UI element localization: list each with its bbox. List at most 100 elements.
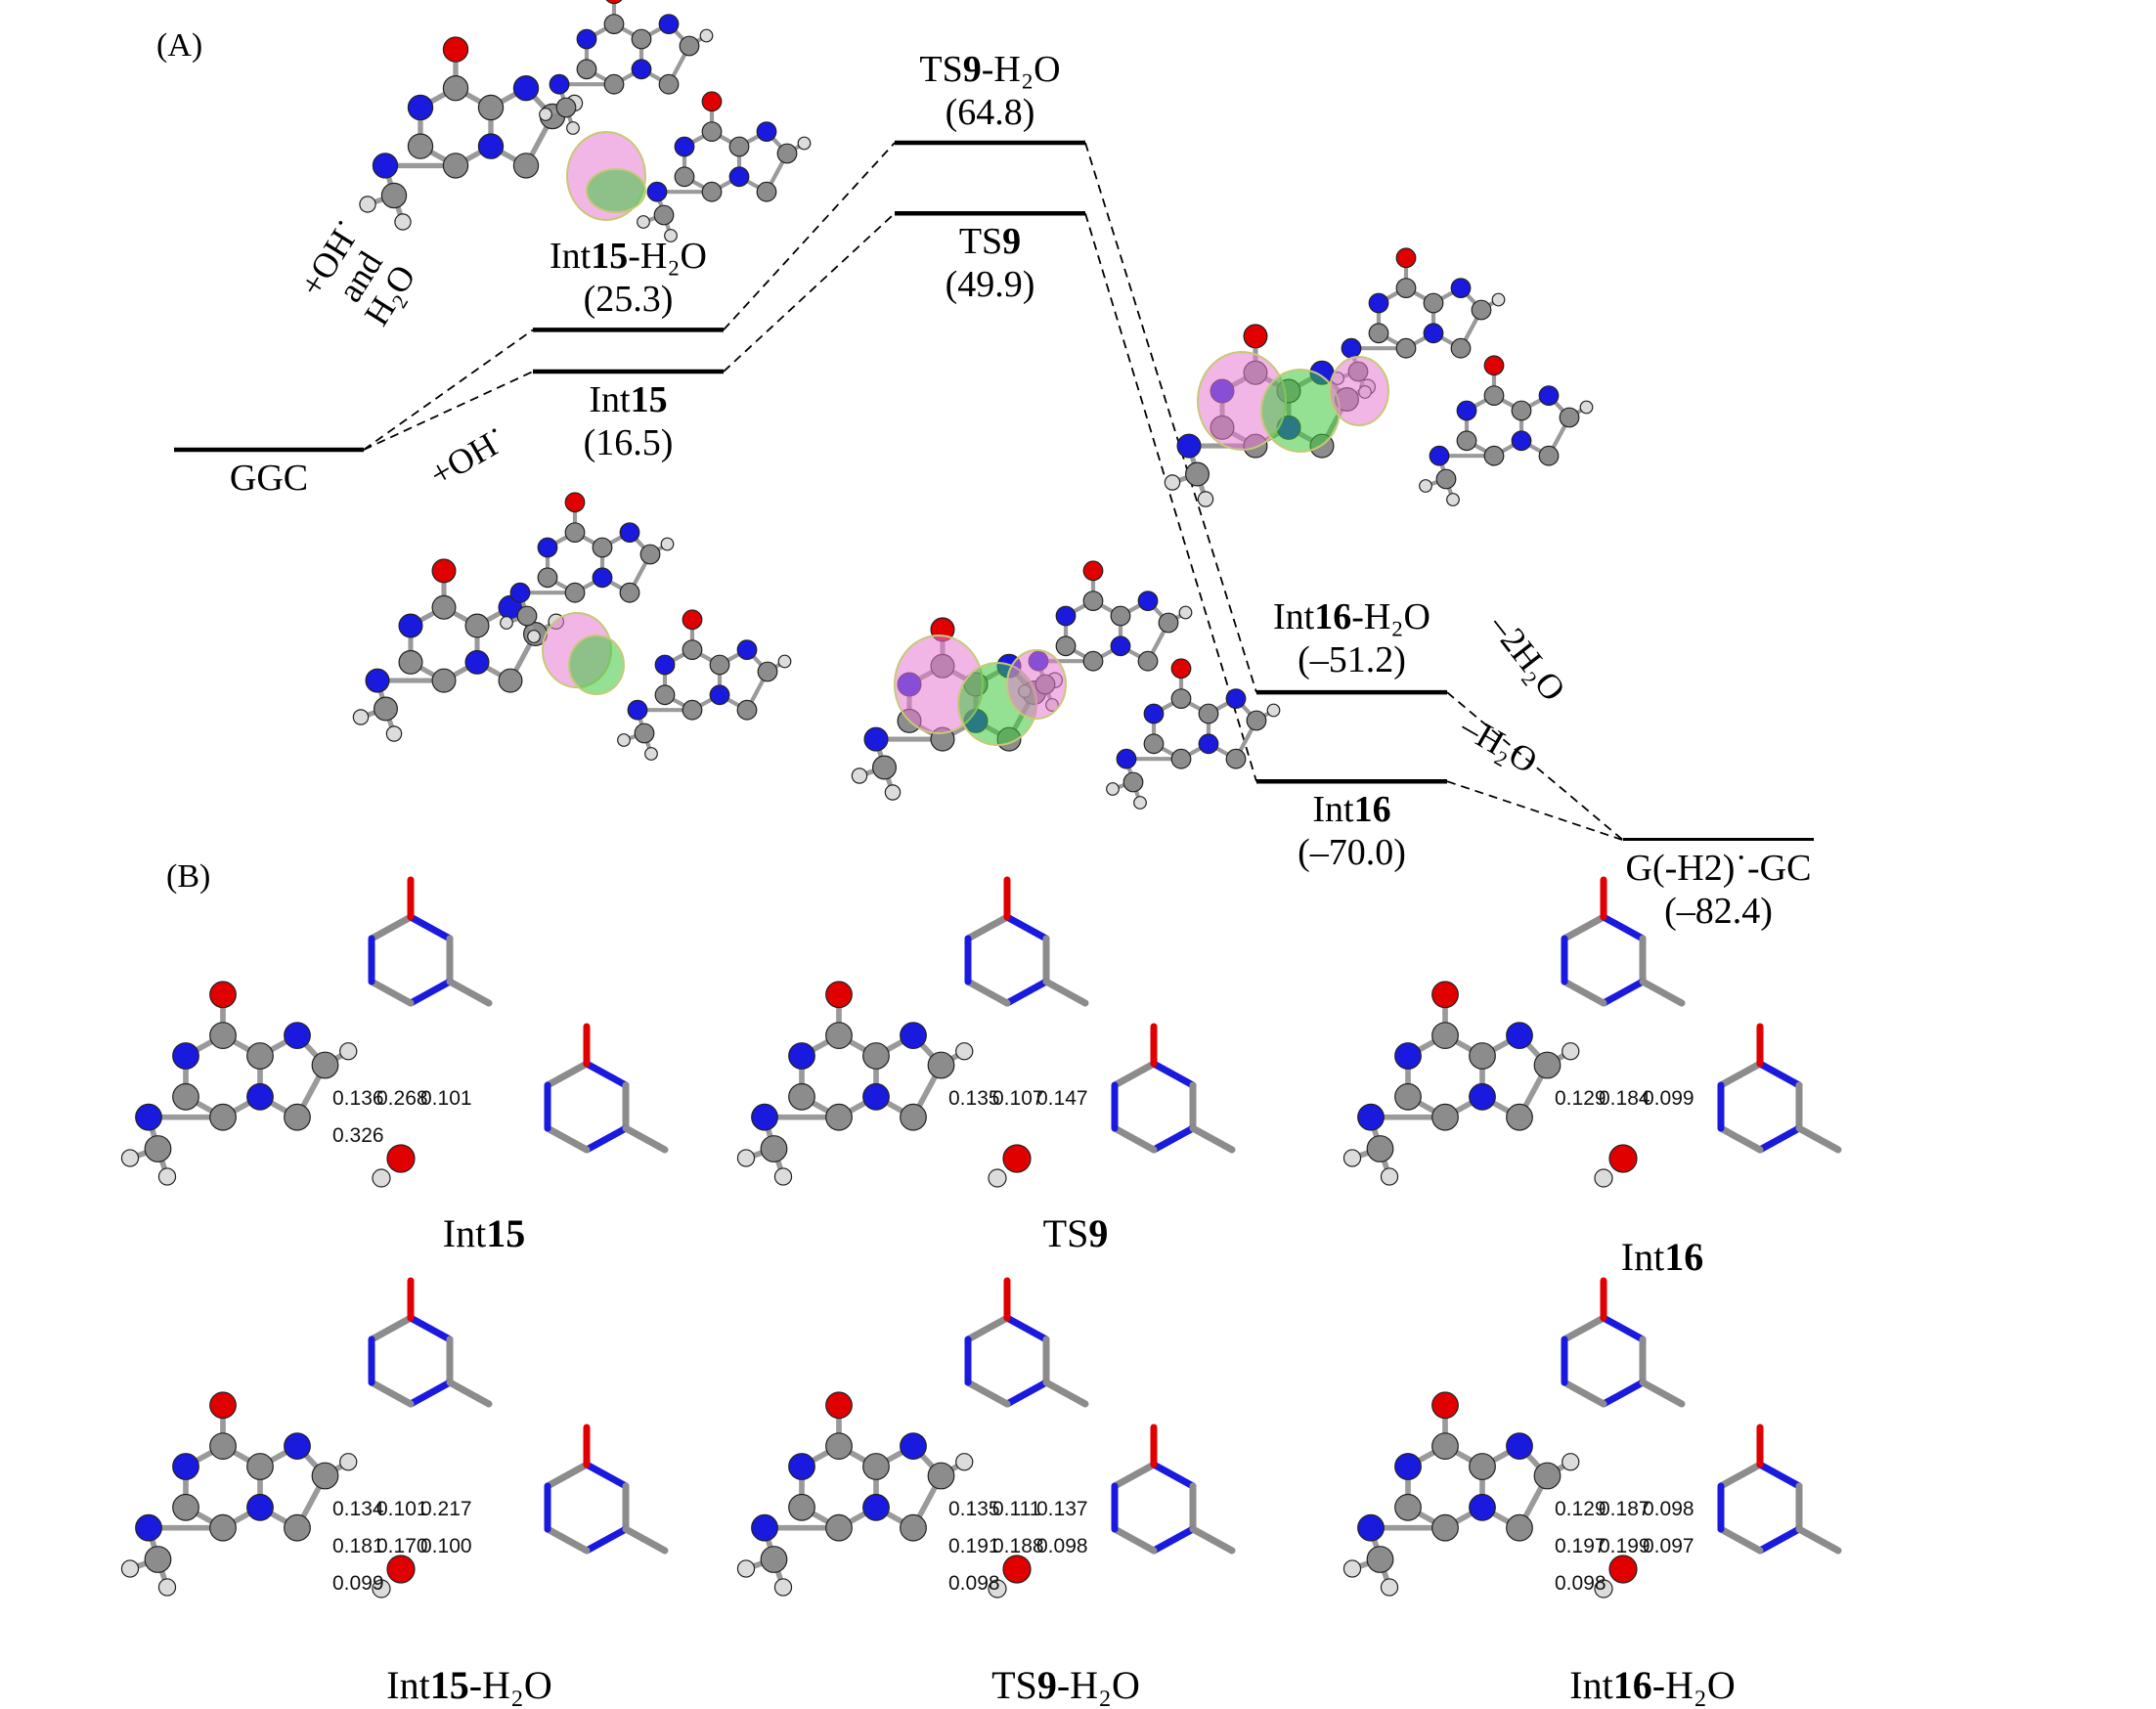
atom-n: [1469, 1493, 1496, 1521]
atom-c: [1483, 445, 1505, 466]
atom-c: [1170, 748, 1192, 769]
atom-n: [172, 1453, 199, 1480]
atom-h: [773, 1167, 793, 1186]
atom-h-water: [372, 1168, 391, 1188]
atom-h: [617, 733, 631, 747]
level-name: Int16: [1312, 789, 1391, 831]
atom-h: [120, 1559, 140, 1578]
atom-n: [549, 73, 570, 95]
atom-o: [825, 981, 853, 1009]
atom-n: [1429, 445, 1450, 466]
atom-o: [1431, 1391, 1459, 1420]
stick-bond: [1111, 1124, 1158, 1154]
atom-n: [1469, 1082, 1496, 1111]
atom-h: [851, 767, 868, 784]
stick-bond: [1111, 1060, 1158, 1089]
atom-n: [728, 166, 750, 188]
distance-label: 0.111: [992, 1498, 1040, 1520]
atom-h: [637, 215, 650, 229]
atom-c: [603, 73, 625, 95]
atom-o: [1431, 981, 1459, 1009]
atom-o: [825, 1391, 853, 1420]
atom-n: [900, 1022, 927, 1049]
distance-label: 0.326: [332, 1124, 384, 1147]
atom-c: [679, 35, 700, 57]
atom-c: [516, 605, 538, 627]
atom-n: [1341, 337, 1362, 359]
spin-density-negative: [568, 635, 625, 695]
atom-c: [1435, 468, 1457, 490]
atom-c: [311, 1051, 339, 1079]
atom-n: [756, 121, 777, 143]
atom-h: [1106, 782, 1120, 796]
level-name: TS9: [958, 221, 1022, 263]
atom-h: [352, 709, 370, 725]
distance-label: 0.099: [332, 1572, 384, 1595]
atom-c: [477, 94, 505, 121]
atom-c: [1559, 407, 1580, 428]
atom-h: [359, 196, 376, 213]
stick-bond: [407, 978, 454, 1007]
atom-c: [674, 166, 695, 188]
atom-h: [773, 1578, 793, 1597]
distance-label: 0.187: [1599, 1498, 1650, 1520]
distance-label: 0.101: [420, 1087, 472, 1110]
atom-n: [788, 1042, 815, 1070]
atom-n: [284, 1022, 311, 1049]
connector-ts9-h2o-to-int16-h2o: [1084, 142, 1257, 693]
atom-n: [654, 654, 676, 676]
atom-c: [825, 1513, 853, 1542]
stick-bond: [1561, 1379, 1607, 1408]
level-label-product: G(-H2)˙-GC (–82.4): [1562, 848, 1875, 933]
structure-label-int16: Int16: [1620, 1235, 1704, 1279]
atom-o-water: [1608, 1555, 1638, 1584]
atom-n: [1506, 1432, 1533, 1460]
atom-c: [1538, 445, 1560, 466]
atom-c: [682, 699, 703, 721]
atom-h: [955, 1453, 974, 1471]
stick-bond: [964, 978, 1011, 1007]
stick-bond: [1756, 1525, 1803, 1555]
atom-c: [639, 544, 661, 565]
atom-o: [1483, 355, 1505, 376]
atom-c: [1082, 650, 1104, 672]
atom-h: [500, 616, 513, 630]
atom-c: [311, 1462, 339, 1490]
atom-o: [682, 609, 703, 631]
atom-c: [1469, 1042, 1496, 1070]
distance-label: 0.107: [992, 1087, 1044, 1110]
structure-label-ts9-h2o: TS9-H₂O: [991, 1663, 1140, 1707]
stick-bond: [1600, 1379, 1647, 1408]
distance-label: 0.191: [948, 1535, 1000, 1557]
atom-c: [442, 74, 469, 102]
atom-c: [757, 661, 778, 682]
level-name: TS9-H₂O: [919, 49, 1061, 90]
atom-h: [884, 784, 902, 801]
level-energy: (64.8): [945, 91, 1035, 133]
atom-h-water: [372, 1579, 391, 1599]
atom-n: [631, 59, 652, 80]
stick-bond: [964, 913, 1011, 942]
atom-c: [1431, 1432, 1459, 1460]
level-energy: (49.9): [945, 263, 1035, 305]
atom-n: [751, 1103, 778, 1131]
level-label-int15-h2o: Int15-H₂O (25.3): [472, 236, 785, 321]
atom-n: [862, 1493, 890, 1521]
atom-n: [1450, 278, 1472, 299]
stick-bond: [368, 913, 415, 942]
atom-h-water: [988, 1579, 1007, 1599]
atom-h: [157, 1578, 177, 1597]
distance-label: 0.170: [376, 1535, 428, 1557]
distance-label: 0.098: [1643, 1498, 1694, 1520]
atom-h: [157, 1167, 177, 1186]
atom-h: [120, 1149, 140, 1167]
atom-n: [1394, 1042, 1422, 1070]
stick-methyl: [1795, 1525, 1842, 1555]
atom-o-water: [1002, 1555, 1032, 1584]
atom-c: [927, 1462, 955, 1490]
stick-bond: [1756, 1060, 1803, 1089]
atom-o: [1082, 560, 1104, 582]
atom-o: [605, 0, 623, 5]
atom-c: [862, 1453, 890, 1480]
